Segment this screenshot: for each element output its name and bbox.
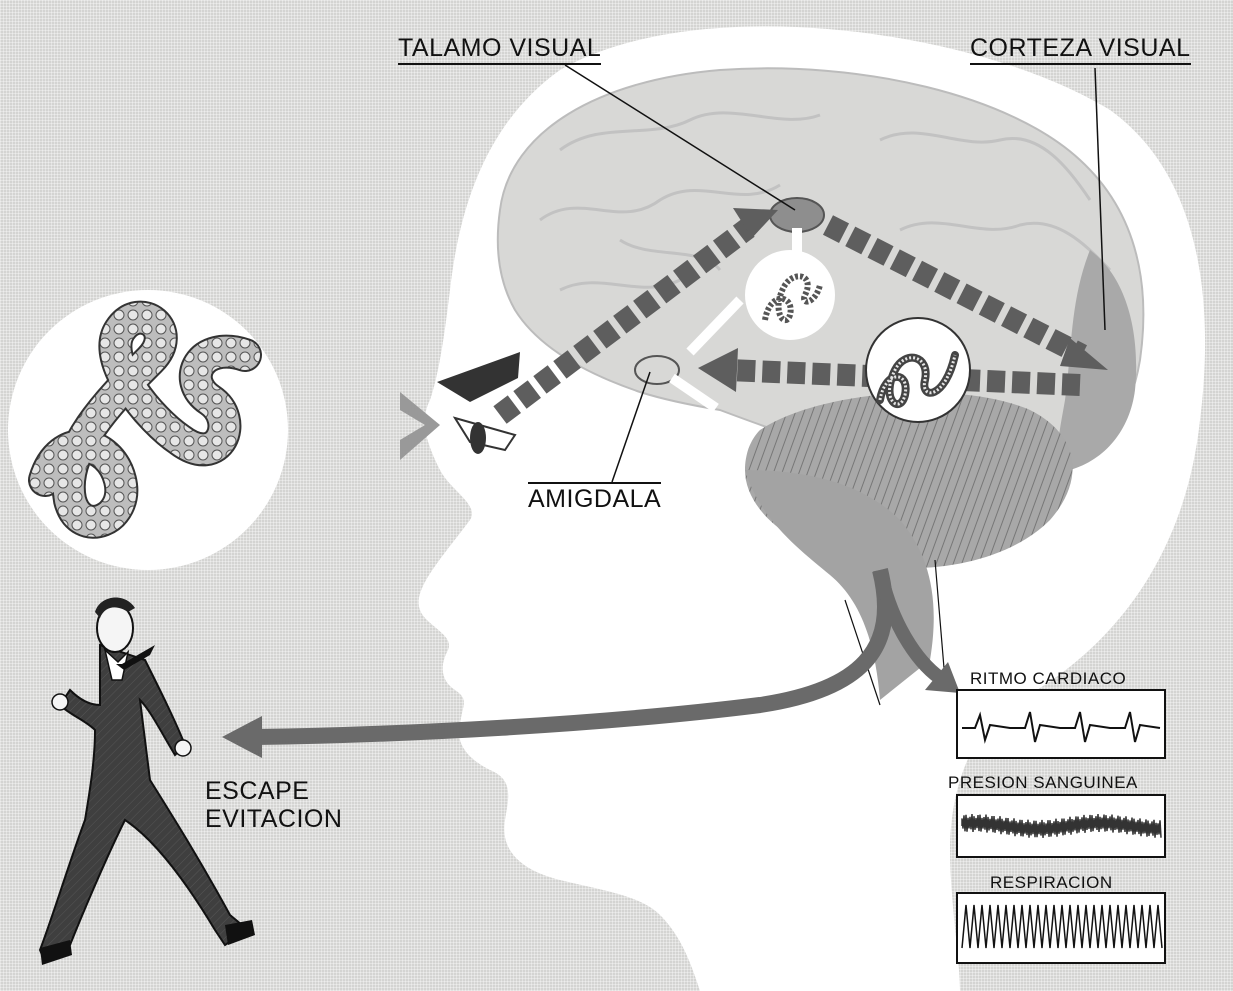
blood-pressure-panel [957,795,1165,857]
label-ritmo-cardiaco: RITMO CARDIACO [970,669,1126,689]
label-corteza-visual: CORTEZA VISUAL [970,34,1191,65]
respiration-panel [957,893,1165,963]
label-presion-sanguinea: PRESION SANGUINEA [948,773,1138,793]
label-talamo-visual: TALAMO VISUAL [398,34,601,65]
heart-rate-panel [957,690,1165,758]
label-respiracion: RESPIRACION [990,873,1113,893]
label-amigdala: AMIGDALA [528,482,661,514]
label-evitacion: EVITACION [205,805,342,833]
thalamus-snake-circle [745,250,835,340]
label-escape: ESCAPE [205,777,309,805]
thalamus-structure [770,198,824,232]
